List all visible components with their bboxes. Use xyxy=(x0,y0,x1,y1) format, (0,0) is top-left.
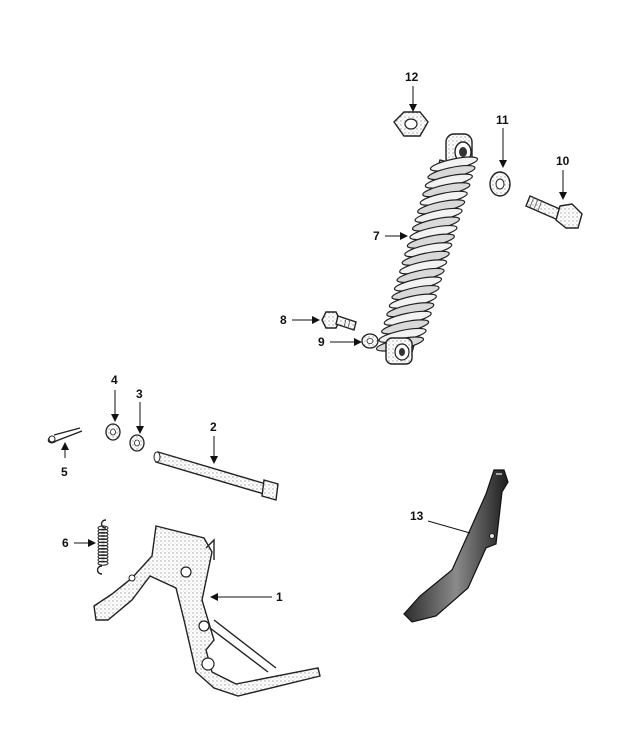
spring-winding xyxy=(97,551,109,557)
spring-coils xyxy=(97,525,109,566)
part-12-nut xyxy=(393,111,429,137)
callout-10: 10 xyxy=(556,154,570,168)
callout-6: 6 xyxy=(62,536,69,550)
callout-7: 7 xyxy=(373,229,380,243)
callout-2: 2 xyxy=(210,420,217,434)
callout-1: 1 xyxy=(276,590,283,604)
spring-winding xyxy=(97,544,109,550)
callout-arrows xyxy=(61,86,567,601)
part-11-washer xyxy=(489,171,511,197)
part-3-washer xyxy=(129,434,145,452)
spring-winding xyxy=(97,547,109,553)
part-5-cotter-pin xyxy=(47,427,83,444)
part-4-washer xyxy=(105,423,121,441)
part-2-shaft xyxy=(153,451,279,501)
part-8-bolt xyxy=(321,311,357,331)
callout-11: 11 xyxy=(496,113,509,127)
spring-winding xyxy=(97,554,109,560)
part-9-washer xyxy=(361,333,379,349)
part-6-spring xyxy=(96,519,109,575)
spring-winding xyxy=(97,525,109,531)
callout-8: 8 xyxy=(280,313,287,327)
shock-spring-coils xyxy=(375,156,479,352)
spring-winding xyxy=(97,557,109,563)
part-7-shock-absorber xyxy=(375,133,479,365)
callout-5: 5 xyxy=(61,465,68,479)
part-1-center-stand xyxy=(93,525,321,697)
spring-winding xyxy=(97,531,109,537)
spring-winding xyxy=(97,528,109,534)
callout-13: 13 xyxy=(410,509,424,523)
part-10-bolt xyxy=(525,195,583,229)
callout-labels: 12 11 10 7 8 9 4 3 5 2 6 1 13 xyxy=(61,70,570,604)
part-13-side-stand xyxy=(403,469,509,623)
callout-3: 3 xyxy=(136,387,143,401)
spring-winding xyxy=(97,560,109,566)
callout-12: 12 xyxy=(405,70,419,84)
spring-winding xyxy=(97,535,109,541)
callout-9: 9 xyxy=(318,335,325,349)
spring-winding xyxy=(97,538,109,544)
callout-4: 4 xyxy=(111,373,118,387)
spring-winding xyxy=(97,541,109,547)
